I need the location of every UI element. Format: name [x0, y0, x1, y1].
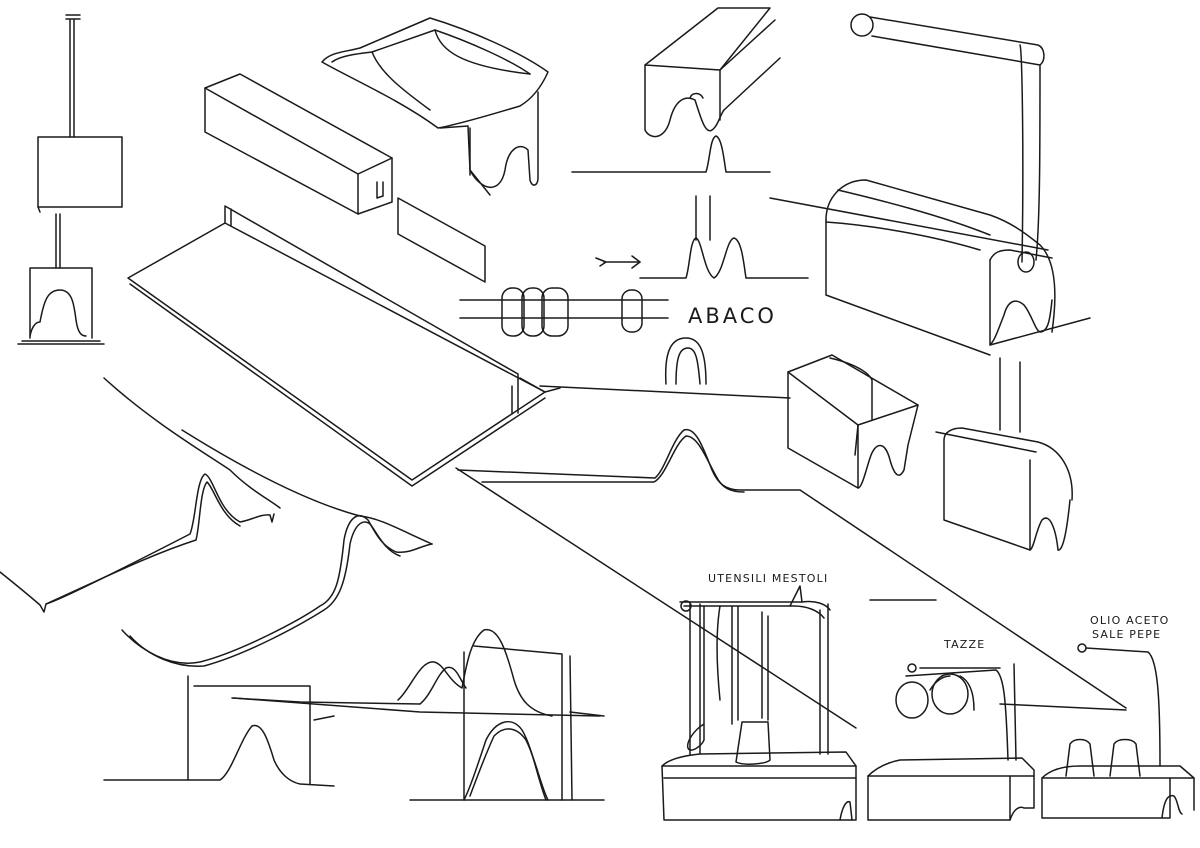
upright-holder-sketch	[850, 13, 1045, 273]
abaco-rod-sketch	[459, 287, 707, 385]
condiment-box-sketch	[999, 643, 1195, 819]
bottom-arch-profile-sketch	[103, 666, 467, 787]
arched-block-sketch	[571, 7, 781, 173]
hook-profile-sketch-bottom	[17, 213, 105, 345]
abaco-label: ABACO	[688, 304, 777, 328]
utensil-stand-sketch	[661, 585, 857, 821]
long-shelf-sketch	[127, 205, 791, 487]
hook-profile-sketch-top	[37, 14, 123, 213]
large-arched-block-sketch	[769, 179, 1091, 356]
utensili-label: UTENSILI MESTOLI	[708, 572, 828, 585]
bottom-block-profile-sketch	[233, 628, 605, 801]
double-hook-profile-sketch	[595, 195, 809, 279]
ridge-profile-sketch	[455, 429, 1127, 729]
flowing-hook-profile-sketch	[0, 377, 281, 613]
sale-pepe-label: SALE PEPE	[1092, 628, 1161, 641]
rail-block-sketch	[204, 73, 486, 283]
tazze-label: TAZZE	[943, 638, 985, 651]
curved-rail-profile-sketch	[121, 429, 433, 667]
tray-block-sketch	[321, 17, 549, 196]
olio-aceto-label: OLIO ACETO	[1090, 614, 1170, 627]
rounded-block-sketch	[935, 357, 1073, 551]
open-box-sketch	[787, 354, 919, 489]
cup-holder-sketch	[867, 663, 1035, 821]
